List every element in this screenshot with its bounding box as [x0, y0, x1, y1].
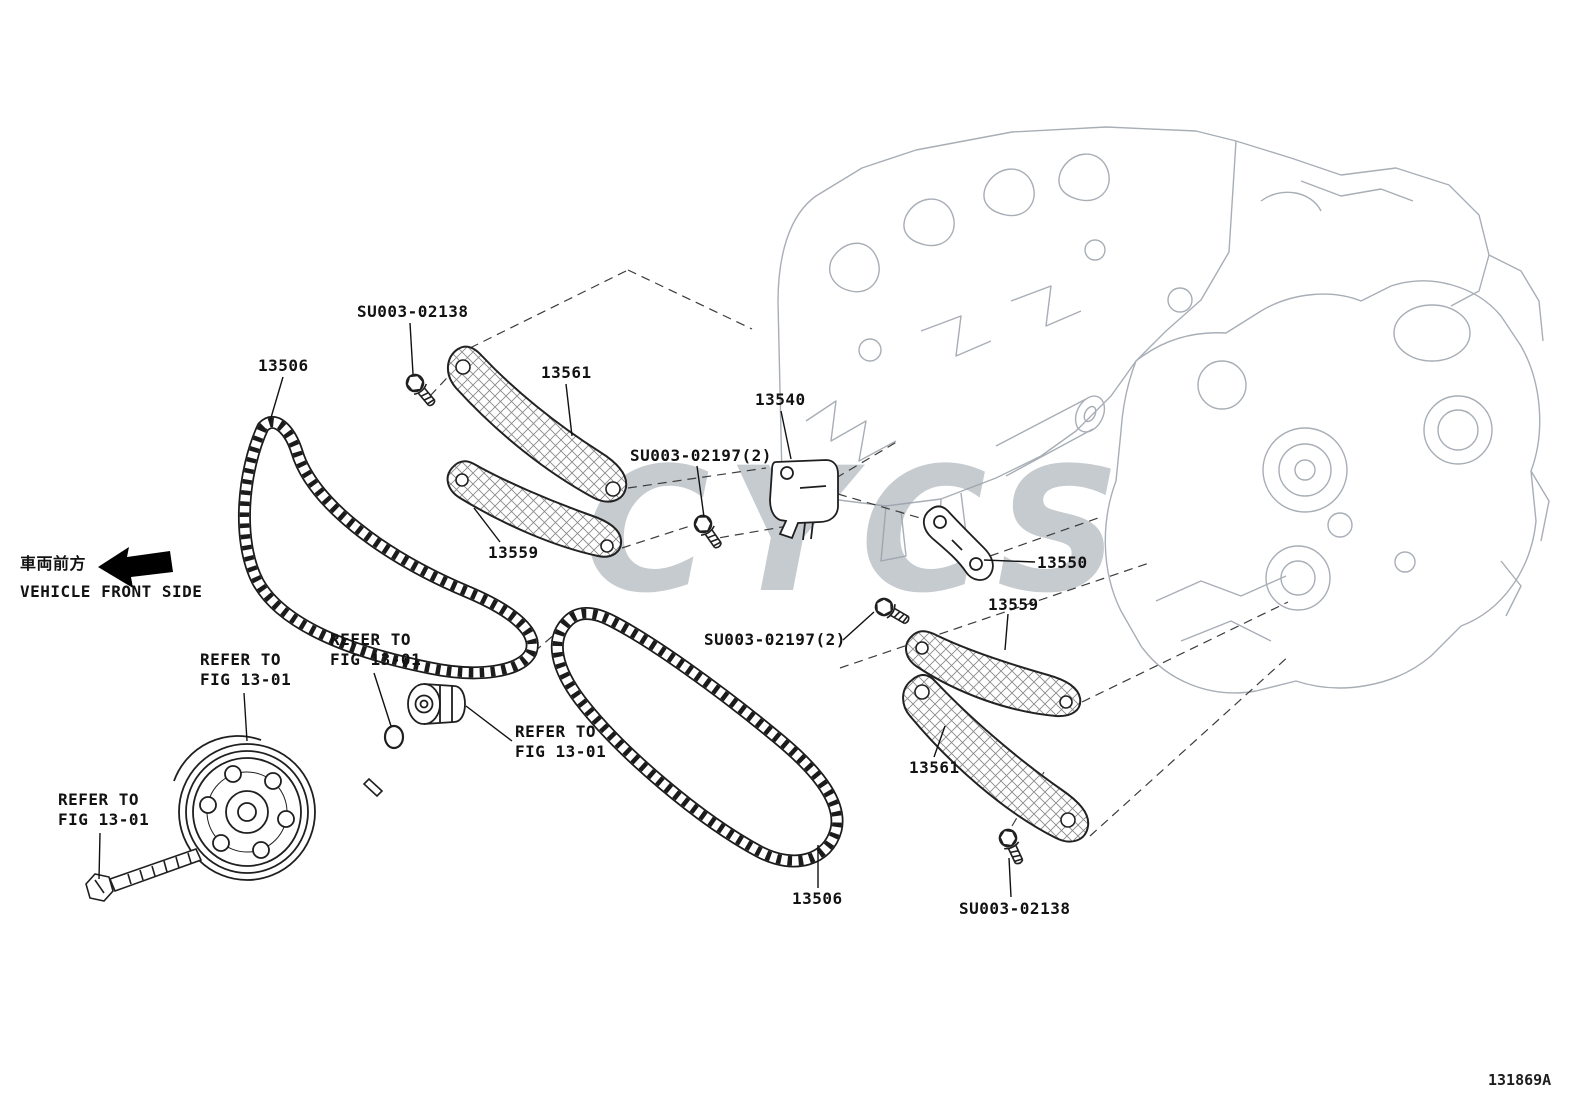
vibration-damper-13550: [922, 505, 994, 581]
idler-pulley: [407, 683, 466, 725]
label-bolt-su003-02138-upper: SU003-02138: [357, 302, 469, 321]
watermark-logo: CYCS: [584, 430, 1137, 631]
figure-id: 131869A: [1488, 1071, 1552, 1089]
leader-lines: [98, 322, 1036, 898]
label-chain-guide-13561-upper: 13561: [541, 363, 592, 382]
note-refer-fig-left: REFER TO FIG 13-01: [200, 650, 291, 690]
label-bolt-su003-02138-lower: SU003-02138: [959, 899, 1071, 918]
phantom-dashed-lines: [429, 269, 1291, 837]
note-line2: FIG 13-01: [200, 670, 292, 689]
engine-block-outline: [777, 126, 1550, 694]
label-bolt-su003-02197-upper: SU003-02197(2): [630, 446, 772, 465]
label-timing-chain-lower: 13506: [792, 889, 843, 908]
note-line2: FIG 13-01: [330, 650, 422, 669]
front-direction-arrow: [98, 547, 173, 588]
label-chain-tensioner-13540: 13540: [755, 390, 806, 409]
note-refer-fig-bottomleft: REFER TO FIG 13-01: [58, 790, 149, 830]
chain-guide-13561-upper: [446, 345, 628, 503]
note-refer-fig-midright: REFER TO FIG 13-01: [515, 722, 606, 762]
label-timing-chain-upper: 13506: [258, 356, 309, 375]
bolt-su003-02138-upper: [402, 370, 441, 411]
crank-pulley-bolt: [85, 848, 203, 902]
dowel-pin: [362, 777, 384, 798]
note-line1: REFER TO: [515, 722, 597, 741]
note-line1: REFER TO: [330, 630, 412, 649]
label-bolt-su003-02197-lower: SU003-02197(2): [704, 630, 846, 649]
crankshaft-pulley: [173, 735, 316, 881]
front-label-english: VEHICLE FRONT SIDE: [20, 582, 203, 601]
note-line2: FIG 13-01: [515, 742, 607, 761]
label-vibration-damper-13550: 13550: [1037, 553, 1088, 572]
label-chain-guide-13561-right: 13561: [909, 758, 960, 777]
note-line2: FIG 13-01: [58, 810, 150, 829]
chain-guide-13559-right: [905, 630, 1082, 718]
note-line1: REFER TO: [58, 790, 140, 809]
chain-tensioner-13540: [769, 459, 839, 541]
bolt-su003-02138-lower: [995, 825, 1029, 868]
o-ring: [383, 724, 405, 750]
label-chain-guide-13559-right: 13559: [988, 595, 1039, 614]
chain-guide-13561-right: [902, 673, 1090, 843]
note-refer-fig-center: REFER TO FIG 13-01: [330, 630, 421, 670]
chain-guide-13559-left: [446, 460, 623, 558]
note-line1: REFER TO: [200, 650, 282, 669]
label-chain-guide-13559-left: 13559: [488, 543, 539, 562]
front-label-japanese: 車両前方: [20, 554, 87, 573]
